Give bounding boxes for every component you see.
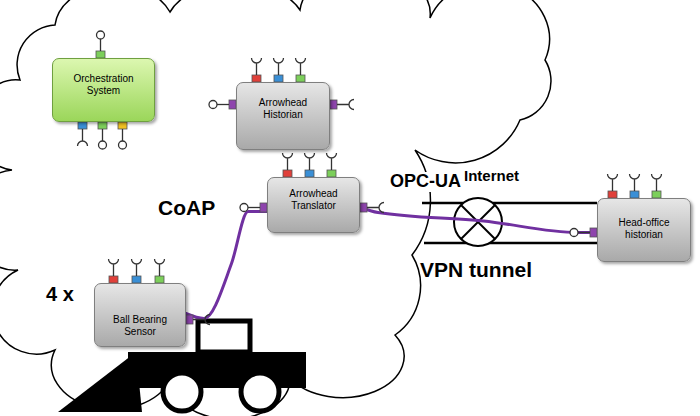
tunnel-label: VPN tunnel (420, 258, 532, 281)
protocol-label: CoAP (158, 196, 215, 219)
box-title: Arrowhead Translator (271, 188, 356, 211)
box-title: Head-office historian (601, 217, 687, 240)
protocol-label: OPC-UA (388, 172, 463, 192)
network-label: Internet (464, 168, 519, 185)
system-box: Orchestration System (52, 58, 155, 122)
multiplicity-label: 4 x (46, 283, 74, 305)
protocol-link (186, 212, 267, 319)
protocol-link (360, 208, 597, 233)
system-box: Ball Bearing Sensor (94, 283, 186, 347)
system-box: Arrowhead Translator (267, 177, 360, 233)
box-title: Ball Bearing Sensor (98, 314, 182, 337)
box-title: Orchestration System (56, 73, 151, 96)
box-title: Arrowhead Historian (240, 97, 326, 120)
cloud-outline (0, 0, 551, 416)
port-symbols (78, 31, 662, 325)
system-box: Head-office historian (597, 198, 691, 262)
system-box: Arrowhead Historian (236, 82, 330, 150)
vpn-tunnel (422, 203, 597, 243)
